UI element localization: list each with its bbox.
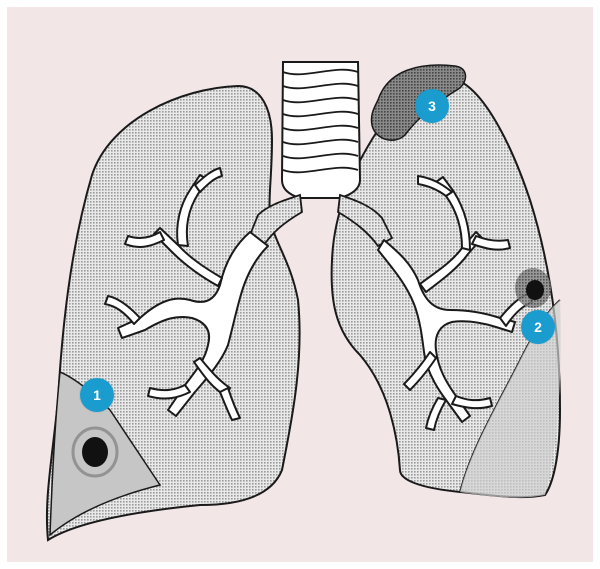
trachea <box>282 62 360 198</box>
marker-2: 2 <box>521 310 555 344</box>
lower-lobe-lesion <box>82 437 108 467</box>
peripheral-lesion <box>526 280 544 300</box>
marker-1: 1 <box>80 378 114 412</box>
marker-3: 3 <box>415 89 449 123</box>
